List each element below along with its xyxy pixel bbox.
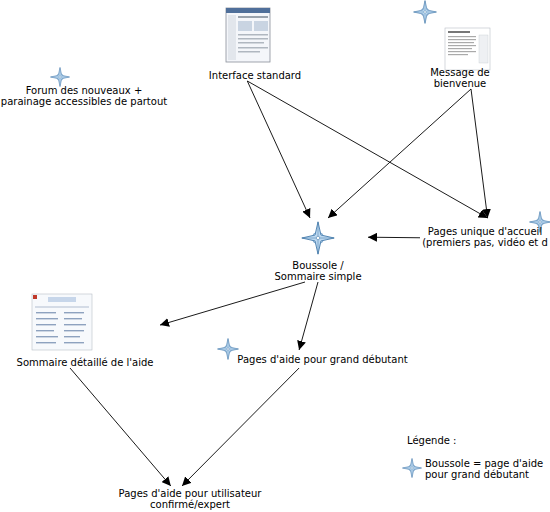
diagram-node: Pages unique d'accueil (premiers pas, vi… (420, 218, 550, 264)
diagram-node: Forum des nouveaux + parainage accessibl… (0, 83, 168, 109)
compass-icon (218, 339, 239, 360)
node-label: Boussole / Sommaire simple (268, 260, 368, 282)
node-label: Forum des nouveaux + parainage accessibl… (0, 85, 168, 107)
legend-text: Boussole = page d'aide pour grand débuta… (425, 458, 550, 480)
arrow-connector (182, 368, 299, 486)
diagram-node: Interface standard (200, 5, 310, 81)
node-label: Pages unique d'accueil (premiers pas, vi… (420, 226, 550, 248)
node-label: Pages d'aide pour grand débutant (237, 354, 407, 365)
diagram-node: Sommaire détaillé de l'aide (10, 290, 160, 368)
node-label: Interface standard (209, 70, 301, 81)
screenshot-thumbnail (445, 28, 490, 70)
compass-icon (51, 68, 70, 87)
legend-entry: Boussole = page d'aide pour grand débuta… (425, 458, 550, 480)
node-label: Sommaire détaillé de l'aide (17, 357, 154, 368)
screenshot-thumbnail (32, 294, 92, 350)
compass-icons (51, 1, 550, 478)
node-label: Message de bienvenue (405, 67, 515, 89)
compass-icon (414, 1, 437, 24)
arrow-connector (368, 237, 420, 239)
arrow-connector (160, 282, 305, 325)
screenshot-thumbnail (226, 8, 270, 62)
arrow-connector (299, 282, 318, 350)
arrow-connector (471, 89, 488, 218)
node-label: Pages d'aide pour utilisateur confirmé/e… (110, 488, 270, 510)
arrow-connector (328, 89, 471, 218)
diagram-node: Boussole / Sommaire simple (268, 218, 368, 282)
arrow-connector (70, 368, 171, 486)
compass-icon (302, 222, 334, 254)
connectors (70, 81, 488, 486)
diagram-node: Message de bienvenue (405, 5, 515, 89)
arrow-connector (247, 81, 310, 218)
diagram-node: Pages d'aide pour utilisateur confirmé/e… (110, 486, 270, 512)
arrow-connector (247, 81, 487, 218)
legend-title: Légende : (407, 435, 456, 446)
diagram-node: Pages d'aide pour grand débutant (225, 350, 420, 368)
compass-icon (403, 459, 422, 478)
